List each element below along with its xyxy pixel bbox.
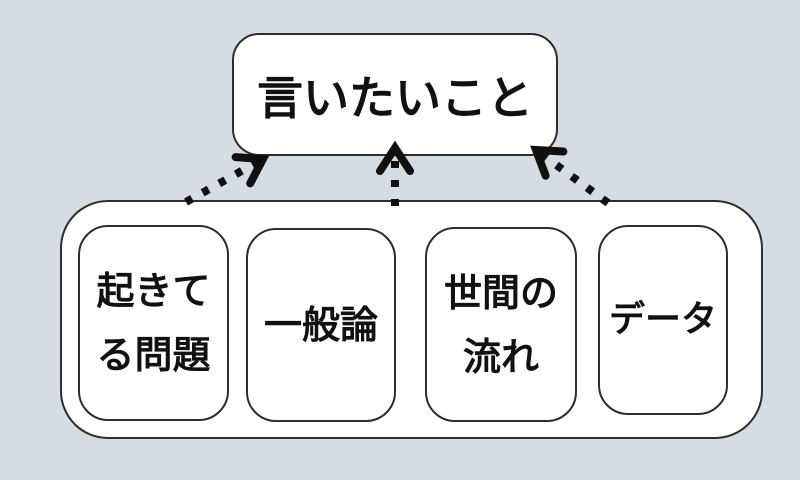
evidence-label: 世間の 流れ — [444, 261, 558, 389]
evidence-label: データ — [609, 288, 717, 352]
evidence-label: 一般論 — [264, 293, 378, 357]
evidence-box-seken-no-nagare: 世間の 流れ — [425, 227, 577, 422]
evidence-label-line: 一般論 — [263, 303, 378, 347]
conclusion-box: 言いたいこと — [232, 33, 558, 156]
evidence-label-line: 流れ — [462, 334, 539, 379]
evidence-group-box: 起きて る問題 一般論 世間の 流れ データ — [60, 200, 763, 439]
arrow-right-dotted — [530, 145, 611, 207]
evidence-label-line: る問題 — [96, 333, 211, 377]
evidence-label-line: 起きて — [96, 269, 211, 313]
evidence-label-line: 世間の — [443, 270, 558, 315]
conclusion-label: 言いたいこと — [257, 70, 533, 125]
evidence-box-data: データ — [598, 225, 728, 415]
evidence-box-ippanron: 一般論 — [246, 228, 396, 422]
evidence-box-okiteru-mondai: 起きて る問題 — [78, 225, 229, 421]
arrow-left-dotted — [184, 153, 270, 206]
evidence-label: 起きて る問題 — [96, 259, 210, 387]
evidence-label-line: データ — [608, 299, 717, 340]
